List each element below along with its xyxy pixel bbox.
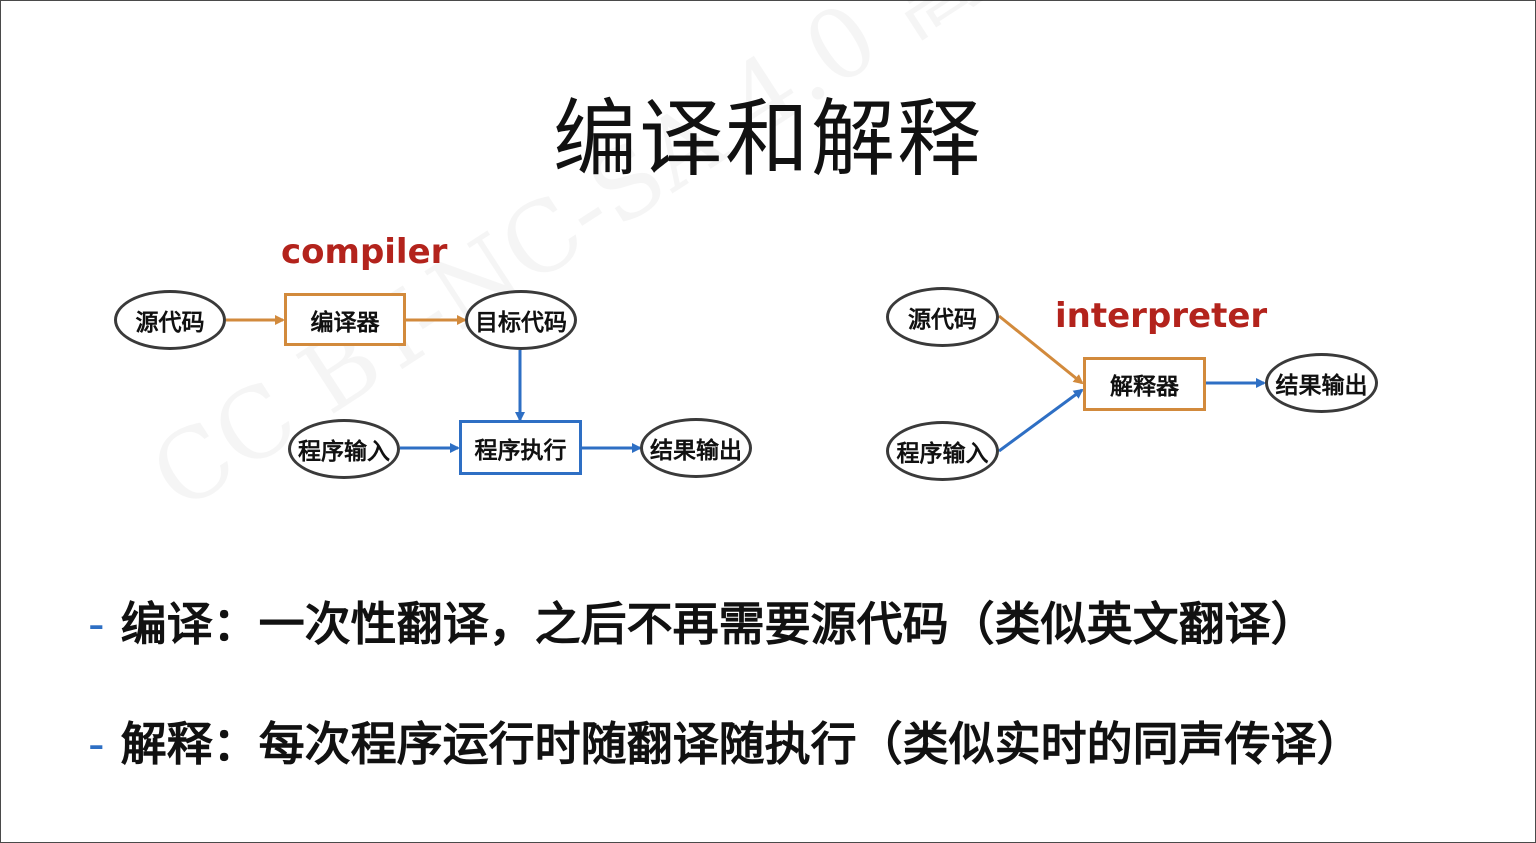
interpreter-box: 解释器: [1083, 357, 1206, 411]
bullet-interpret: -解释：每次程序运行时随翻译随执行（类似实时的同声传译）: [88, 708, 1363, 774]
page-title: 编译和解释: [552, 90, 983, 188]
bullet-interpret-text: 解释：每次程序运行时随翻译随执行（类似实时的同声传译）: [120, 717, 1363, 771]
interpreter-output-node: 结果输出: [1265, 353, 1378, 413]
compiler-source-node: 源代码: [114, 290, 226, 350]
compiler-label: compiler: [281, 232, 448, 272]
bullet-compile: -编译：一次性翻译，之后不再需要源代码（类似英文翻译）: [88, 588, 1317, 654]
interpreter-label: interpreter: [1055, 296, 1268, 336]
bullet-dash: -: [88, 597, 105, 651]
compiler-box: 编译器: [284, 293, 406, 346]
compiler-output-node: 结果输出: [640, 418, 752, 478]
bullet-compile-text: 编译：一次性翻译，之后不再需要源代码（类似英文翻译）: [120, 597, 1317, 651]
arrow-input-to-interpreter: [998, 388, 1084, 453]
interpreter-source-node: 源代码: [886, 287, 999, 347]
target-code-node: 目标代码: [465, 290, 577, 350]
compiler-input-node: 程序输入: [288, 419, 400, 479]
interpreter-input-node: 程序输入: [886, 421, 999, 481]
execute-box: 程序执行: [459, 420, 582, 475]
bullet-dash: -: [88, 717, 105, 771]
arrow-source-to-interpreter: [998, 314, 1084, 385]
